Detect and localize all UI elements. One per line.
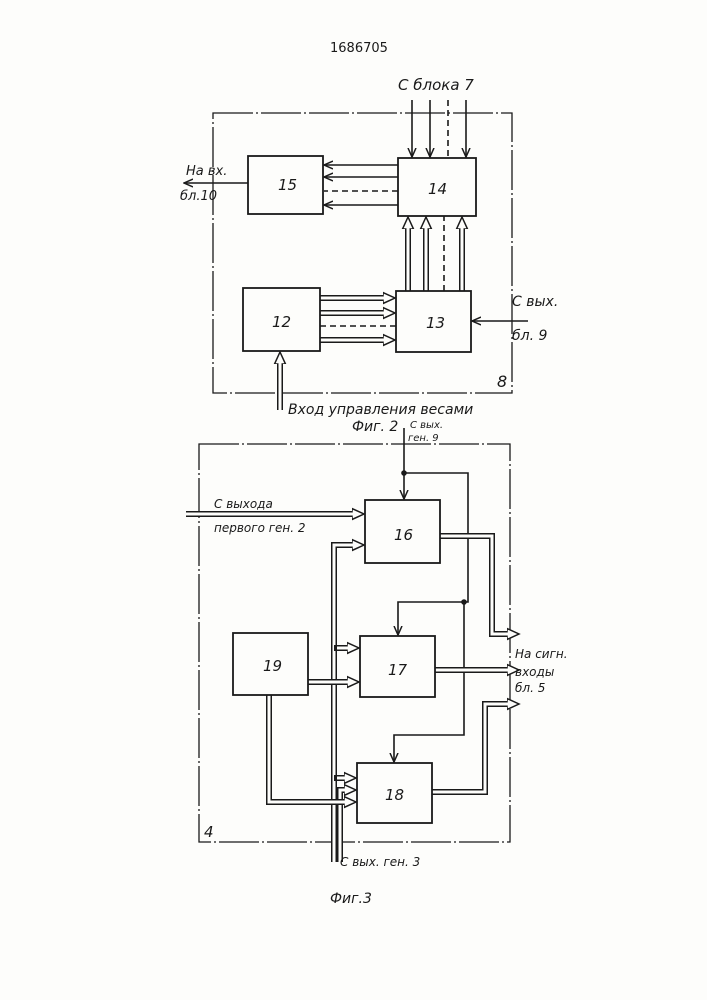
block-17-label: 17 [388, 661, 408, 679]
figure-2: 15 14 12 13 8 С блока 7 На вх. бл.10 С в… [180, 76, 558, 435]
gen9-control-lines [394, 428, 468, 762]
block-15-label: 15 [278, 176, 297, 194]
to-input-label-2: бл.10 [180, 189, 217, 204]
figure-3: 16 17 18 19 4 С вых. ген. 9 С выхода пер… [186, 420, 568, 907]
bus-outputs-to-bl5 [432, 536, 510, 792]
frame-8-label: 8 [497, 372, 507, 391]
bus-gen3-input [334, 545, 355, 862]
fig2-caption: Фиг. 2 [352, 419, 398, 435]
to-signal-label-1: На сигн. [515, 647, 568, 661]
from-block7-label: С блока 7 [398, 76, 474, 94]
bus-19-outputs [269, 682, 350, 802]
block-12-label: 12 [272, 313, 291, 331]
block-16-label: 16 [394, 526, 413, 544]
block-14-label: 14 [428, 180, 447, 198]
from-gen2-label-1: С выхода [214, 497, 273, 511]
bus-12-to-13 [320, 298, 396, 340]
fig3-caption: Фиг.3 [330, 891, 372, 907]
block-13-label: 13 [426, 314, 445, 332]
frame-4-label: 4 [204, 823, 214, 841]
from-gen3-label: С вых. ген. 3 [340, 855, 420, 869]
from-gen9-label-2: ген. 9 [408, 433, 439, 444]
bus-13-to-14 [408, 216, 462, 291]
block-19-label: 19 [263, 657, 282, 675]
from-gen2-label-2: первого ген. 2 [214, 521, 306, 535]
patent-number: 1686705 [330, 41, 388, 56]
to-signal-label-3: бл. 5 [515, 681, 545, 695]
from-gen9-label-1: С вых. [410, 420, 443, 431]
block-18-label: 18 [385, 786, 404, 804]
to-input-label-1: На вх. [186, 164, 227, 179]
weight-control-label: Вход управления весами [288, 402, 473, 418]
from-output-label-2: бл. 9 [512, 328, 547, 344]
to-signal-label-2: входы [515, 665, 554, 679]
from-output-label-1: С вых. [512, 294, 558, 310]
